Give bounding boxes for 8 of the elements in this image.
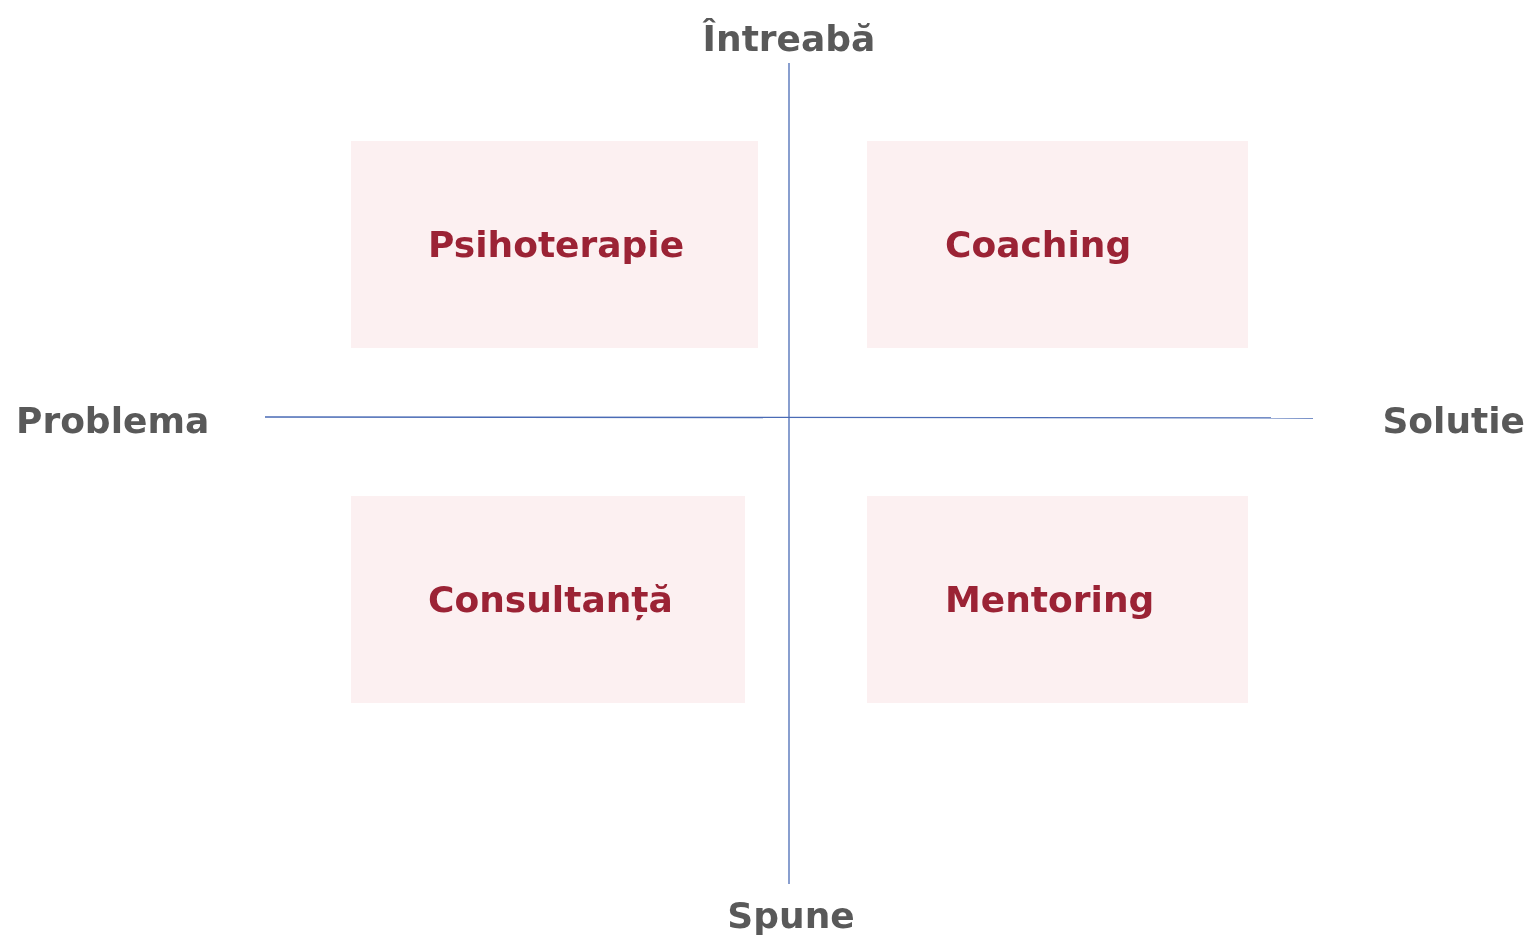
- quadrant-label: Psihoterapie: [428, 222, 685, 267]
- axis-label: Spune: [727, 894, 855, 937]
- axis-label: Solutie: [1382, 399, 1525, 443]
- quadrant-label: Consultanță: [428, 577, 673, 623]
- axis-label: Problema: [16, 399, 210, 443]
- axis-label: Întreabă: [702, 17, 876, 61]
- quadrant-label: Coaching: [945, 222, 1132, 267]
- quadrant-label: Mentoring: [945, 577, 1155, 622]
